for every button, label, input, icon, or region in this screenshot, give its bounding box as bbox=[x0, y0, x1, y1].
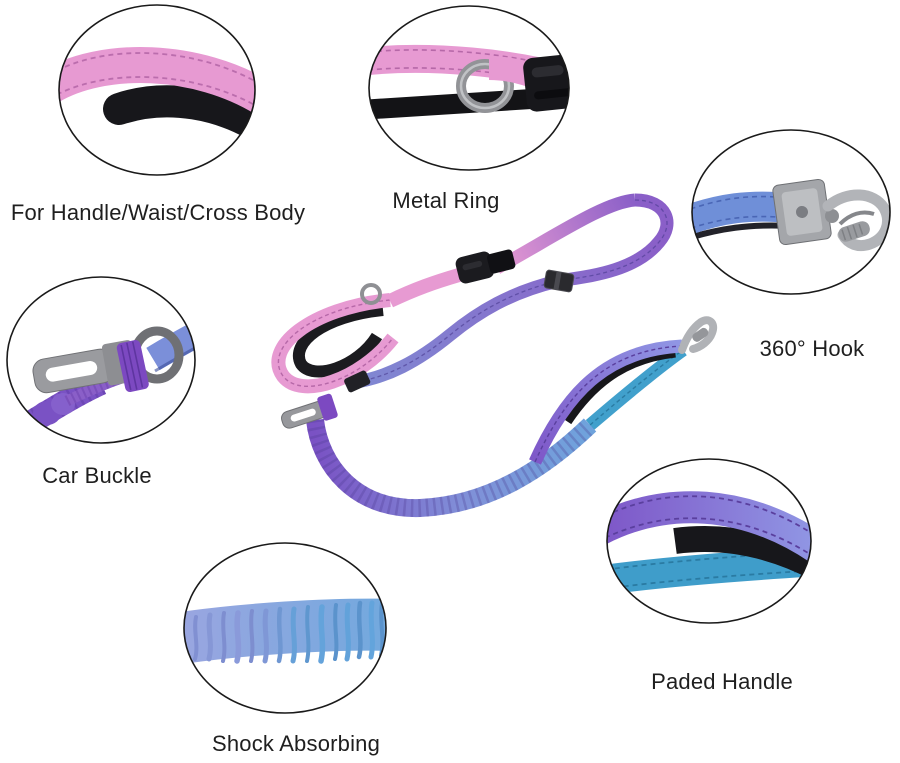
metal-ring-illustration bbox=[368, 5, 570, 171]
swivel-joint bbox=[825, 209, 839, 223]
main-strap-rising bbox=[493, 193, 636, 274]
feature-label-handle: For Handle/Waist/Cross Body bbox=[10, 200, 306, 225]
purple-wrap bbox=[116, 340, 149, 393]
car-buckle-tongue bbox=[281, 393, 338, 429]
snap-hook bbox=[822, 189, 890, 252]
pink-strap-to-buckle bbox=[386, 268, 461, 308]
metal-plate bbox=[772, 178, 832, 246]
handle-detail-illustration bbox=[58, 4, 256, 176]
callout-circle bbox=[368, 5, 570, 171]
black-padding-loop bbox=[103, 85, 255, 147]
main-product-photo bbox=[235, 180, 725, 540]
callout-circle bbox=[6, 276, 196, 444]
snap-hook bbox=[678, 316, 718, 354]
black-side-release-buckle bbox=[455, 249, 516, 284]
feature-label-shock-absorbing: Shock Absorbing bbox=[211, 731, 381, 756]
feature-label-paded-handle: Paded Handle bbox=[651, 669, 793, 694]
feature-label-360-hook: 360° Hook bbox=[759, 336, 865, 361]
callout-paded-handle-detail bbox=[605, 457, 813, 625]
strap-adjuster bbox=[543, 269, 575, 293]
car-buckle-illustration bbox=[6, 276, 196, 444]
strap-adjuster-2 bbox=[344, 370, 371, 393]
feature-label-metal-ring: Metal Ring bbox=[392, 188, 500, 213]
callout-car-buckle-detail bbox=[5, 275, 197, 445]
callout-circle bbox=[691, 129, 891, 295]
purple-strap bbox=[607, 491, 811, 563]
blue-strap bbox=[146, 315, 195, 371]
callout-360-hook-detail bbox=[690, 128, 892, 296]
screw-lock bbox=[838, 221, 870, 242]
small-metal-ring bbox=[360, 283, 382, 305]
bungee-wrinkles bbox=[193, 600, 385, 664]
callout-circle bbox=[183, 542, 387, 714]
callout-circle bbox=[58, 4, 256, 176]
feature-label-car-buckle: Car Buckle bbox=[42, 463, 152, 488]
paded-handle-illustration bbox=[606, 458, 812, 624]
callout-metal-ring-detail bbox=[367, 4, 571, 172]
callout-handle-detail bbox=[57, 3, 257, 177]
pink-strap bbox=[59, 47, 255, 115]
360-hook-illustration bbox=[691, 129, 891, 295]
callout-shock-absorbing-detail bbox=[182, 541, 388, 715]
pink-handle-padding bbox=[293, 304, 384, 378]
shock-absorbing-illustration bbox=[183, 542, 387, 714]
callout-circle bbox=[606, 458, 812, 624]
bungee-band bbox=[184, 598, 386, 665]
bungee-section bbox=[306, 418, 597, 518]
